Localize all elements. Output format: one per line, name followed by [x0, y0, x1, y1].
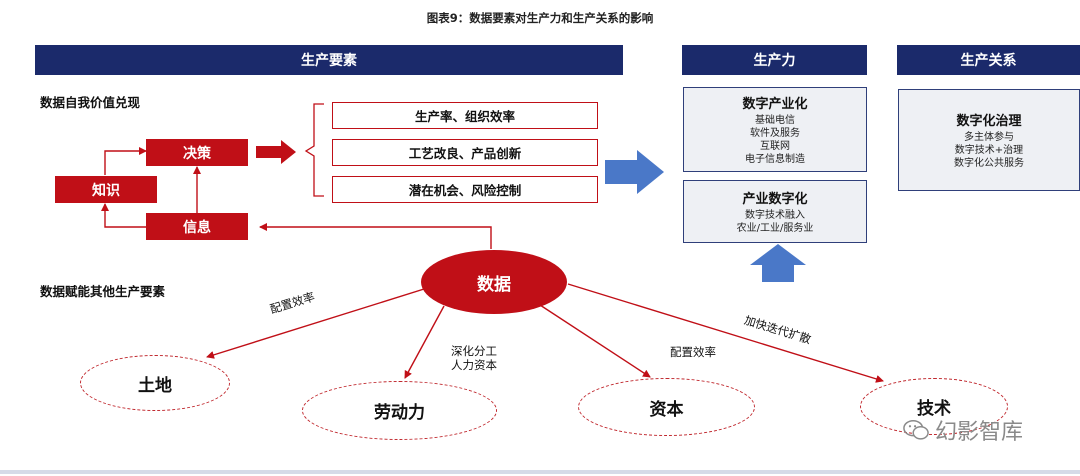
- box-digital-governance: 数字化治理 多主体参与 数字技术+治理 数字化公共服务: [898, 89, 1080, 191]
- node-capital: 资本: [578, 378, 755, 436]
- node-labor: 劳动力: [302, 381, 497, 440]
- box-heading: 数字产业化: [742, 97, 808, 112]
- blue-arrow-up: [750, 244, 806, 282]
- box-item: 软件及服务: [750, 128, 800, 139]
- outcomes-bracket: [304, 103, 324, 197]
- box-item: 数字技术融入: [745, 210, 805, 221]
- box-heading: 数字化治理: [956, 114, 1022, 129]
- box-item: 数字技术+治理: [954, 145, 1024, 156]
- section-label-self-value: 数据自我价值兑现: [40, 95, 141, 110]
- bottom-divider: [0, 470, 1080, 474]
- box-digital-industrialization: 数字产业化 基础电信 软件及服务 互联网 电子信息制造: [683, 87, 867, 172]
- header-factors: 生产要素: [35, 45, 623, 75]
- box-item: 电子信息制造: [745, 154, 805, 165]
- box-item: 数字化公共服务: [954, 158, 1024, 169]
- arrow-data-to-information: [259, 223, 492, 249]
- arrow-data-to-capital: [539, 304, 651, 378]
- arrow-knowledge-to-decision: [104, 147, 147, 175]
- figure-title: 图表9：数据要素对生产力和生产关系的影响: [426, 11, 654, 25]
- node-technology: 技术: [860, 378, 1008, 435]
- box-industrial-digitalization: 产业数字化 数字技术融入 农业/工业/服务业: [683, 180, 867, 243]
- edge-label-labor: 深化分工 人力资本: [451, 344, 497, 372]
- watermark: 幻影智库: [903, 414, 1023, 446]
- box-item: 互联网: [760, 141, 790, 152]
- node-land: 土地: [80, 355, 230, 411]
- arrow-information-to-knowledge: [101, 203, 146, 228]
- arrow-data-to-labor: [404, 305, 445, 379]
- blue-arrow-right: [605, 150, 664, 194]
- box-item: 基础电信: [755, 115, 795, 126]
- node-decision: 决策: [146, 139, 248, 166]
- node-data: 数据: [421, 250, 567, 314]
- box-item: 农业/工业/服务业: [736, 223, 814, 234]
- edge-label-line: 人力资本: [451, 358, 497, 372]
- outcome-box: 潜在机会、风险控制: [332, 176, 598, 203]
- box-heading: 产业数字化: [742, 192, 808, 207]
- node-knowledge: 知识: [55, 176, 157, 203]
- block-arrow-decision-to-outcomes: [256, 140, 296, 164]
- wechat-icon: [903, 419, 929, 440]
- box-item: 多主体参与: [964, 132, 1014, 143]
- arrow-data-to-technology: [567, 283, 884, 383]
- outcome-box: 生产率、组织效率: [332, 102, 598, 129]
- section-label-enable-other: 数据赋能其他生产要素: [40, 284, 166, 299]
- header-productivity: 生产力: [682, 45, 867, 75]
- node-information: 信息: [146, 213, 248, 240]
- header-relations: 生产关系: [897, 45, 1080, 75]
- arrow-data-to-land: [206, 283, 441, 359]
- watermark-text: 幻影智库: [935, 420, 1024, 445]
- edge-label-line: 深化分工: [451, 344, 497, 358]
- outcome-box: 工艺改良、产品创新: [332, 139, 598, 166]
- edge-label-capital: 配置效率: [670, 345, 716, 359]
